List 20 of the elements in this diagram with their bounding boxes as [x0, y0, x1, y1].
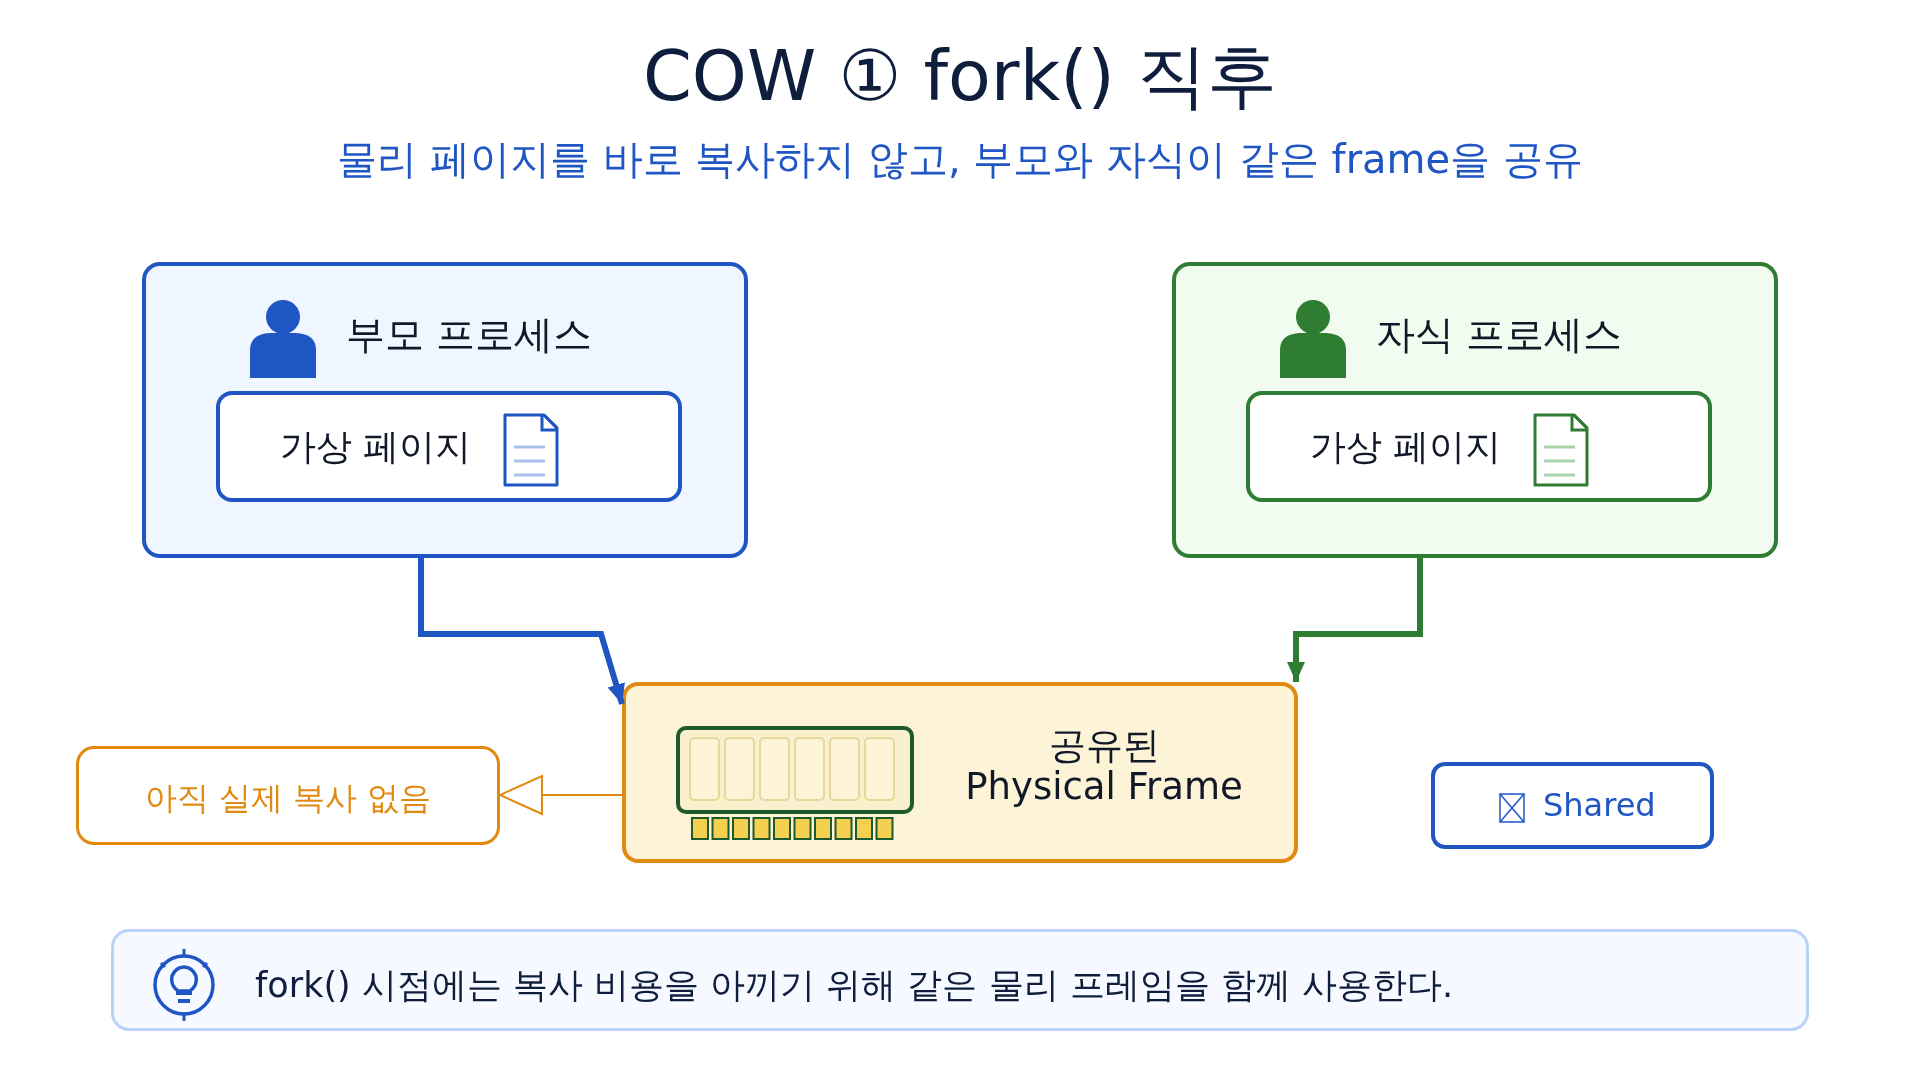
process-panel	[1172, 262, 1778, 558]
page-box	[1246, 391, 1712, 502]
arrow	[418, 558, 625, 705]
arrow	[499, 775, 623, 815]
callout-text: 아직 실제 복사 없음	[143, 778, 433, 819]
page-label: 가상 페이지	[280, 425, 472, 469]
note-box	[111, 929, 1809, 1031]
frame-label: 공유된 Physical Frame	[964, 726, 1244, 808]
page-label: 가상 페이지	[1310, 425, 1502, 469]
frame-box	[622, 682, 1298, 863]
legend-label: Shared	[1543, 786, 1656, 824]
process-panel	[142, 262, 748, 558]
subtitle: 물리 페이지를 바로 복사하지 않고, 부모와 자식이 같은 frame을 공유	[336, 135, 1584, 184]
process-heading: 자식 프로세스	[1376, 311, 1623, 359]
note-text: fork() 시점에는 복사 비용을 아끼기 위해 같은 물리 프레임을 함께 사용한다.	[255, 964, 1454, 1007]
arrow	[1287, 558, 1423, 682]
diagram-title: COW ① fork() 직후	[641, 34, 1279, 119]
page-box	[216, 391, 682, 502]
process-heading: 부모 프로세스	[346, 311, 593, 359]
callout-box	[76, 746, 500, 845]
